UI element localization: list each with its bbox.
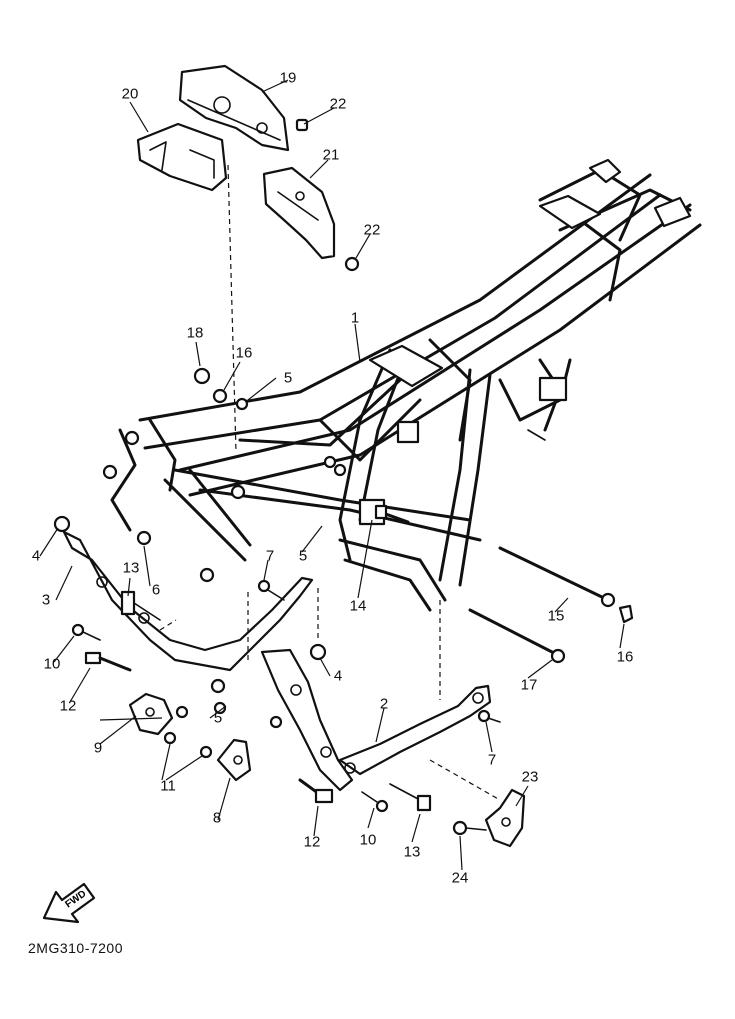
callout-14: 14 [349,597,367,615]
collar-16 [212,388,228,404]
callout-18: 18 [186,324,204,342]
nut-18 [193,367,211,385]
callout-15: 15 [547,607,565,625]
callout-10-lower: 10 [359,831,377,849]
callout-17: 17 [520,676,538,694]
bolt-13-lower [389,783,432,812]
callout-20: 20 [121,85,139,103]
callout-5-top: 5 [283,369,293,387]
callout-9: 9 [93,739,103,757]
bolt-10-lower [361,791,389,813]
washer-5-top [235,397,249,411]
nut-11-b [199,745,213,759]
callout-3: 3 [41,591,51,609]
callout-24: 24 [451,869,469,887]
bolt-7-lower [477,709,501,723]
nut-11-a [163,731,177,745]
plate-9 [128,692,174,736]
main-frame [102,158,702,612]
callout-4-right: 4 [333,667,343,685]
bolt-14 [374,504,410,524]
cover-part-21 [262,166,336,260]
nut-5-c [213,701,227,715]
callout-23: 23 [521,768,539,786]
callout-1: 1 [350,309,360,327]
callout-21: 21 [322,146,340,164]
bolt-10-left [71,623,101,641]
callout-16-top: 16 [235,344,253,362]
callout-4-left: 4 [31,547,41,565]
screw-22-upper [295,118,309,132]
callout-5-mid: 5 [298,547,308,565]
callout-16-right: 16 [616,648,634,666]
callout-6: 6 [151,581,161,599]
callout-7-lower: 7 [487,751,497,769]
bolt-15 [498,546,616,608]
bolt-24 [452,820,487,836]
callout-11: 11 [160,777,176,795]
bolt-12-lower [298,778,334,804]
callout-19: 19 [279,69,297,87]
collar-16-right [618,604,634,624]
callout-13-upper: 13 [122,559,140,577]
nut-5-a [175,705,189,719]
cover-part-20 [136,122,228,192]
diagram-reference-code: 2MG310-7200 [28,940,124,956]
bolt-7-upper [257,579,285,601]
bolt-17 [468,608,566,664]
bolt-12-left [84,651,132,672]
fwd-arrow-icon: FWD [42,882,96,924]
callout-22-lower: 22 [363,221,381,239]
nut-5-d [269,715,283,729]
nut-6b [199,567,215,583]
callout-22-upper: 22 [329,95,347,113]
plate-8 [216,738,252,782]
bolt-13-upper [120,590,161,621]
callout-13-lower: 13 [403,843,421,861]
front-bracket-right [260,643,354,792]
nut-6 [136,530,152,546]
callout-10-left: 10 [43,655,61,673]
bracket-23 [484,788,526,848]
callout-12-lower: 12 [303,833,321,851]
cover-part-19 [178,64,290,152]
nut-5-b [210,678,226,694]
screw-22-lower [344,256,360,272]
callout-7-upper: 7 [265,547,275,565]
callout-8: 8 [212,809,222,827]
rear-bracket-2 [338,684,492,776]
callout-12-left: 12 [59,697,77,715]
callout-2: 2 [379,695,389,713]
callout-5-low: 5 [213,709,223,727]
